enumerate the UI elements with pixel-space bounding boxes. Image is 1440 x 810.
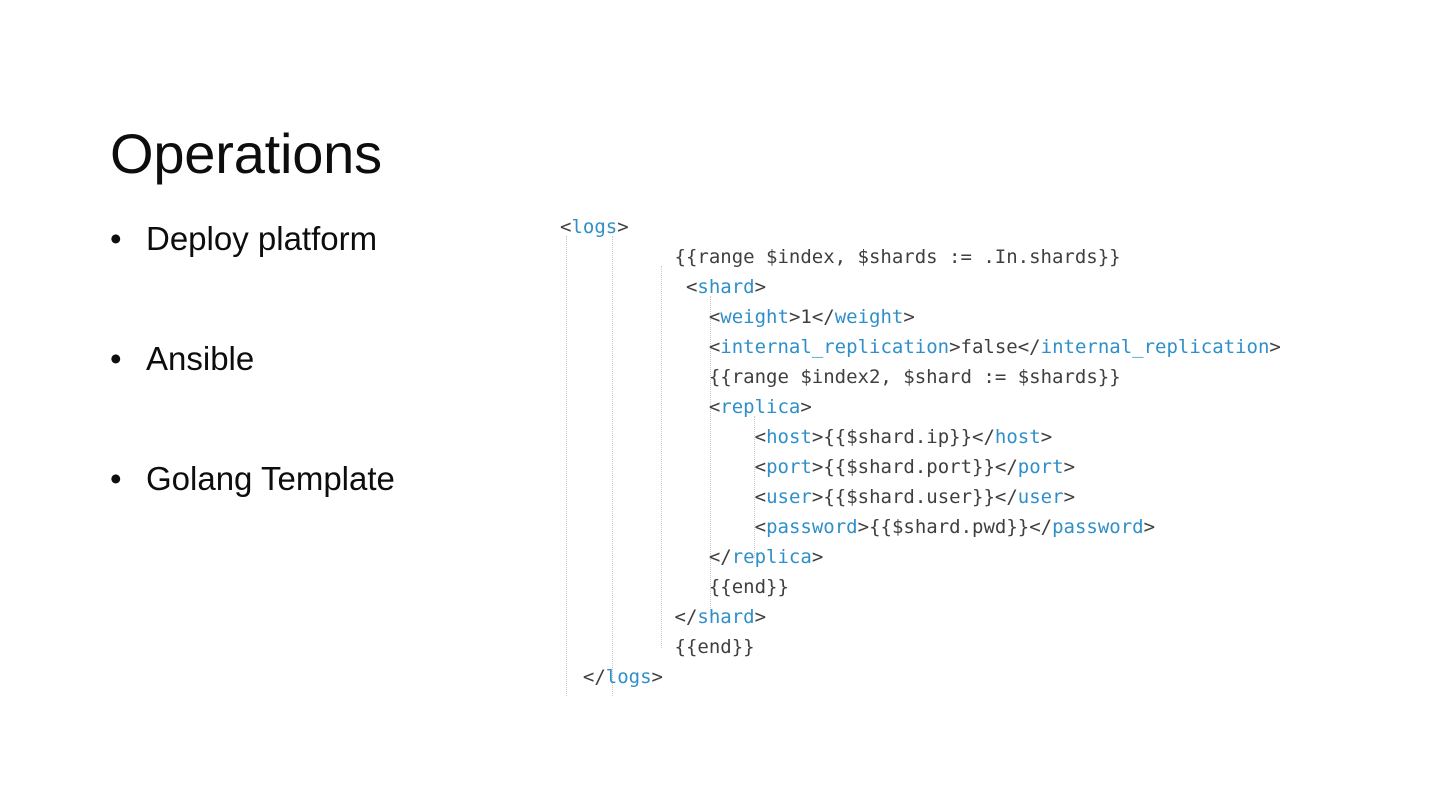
code-token-tag: replica bbox=[731, 546, 812, 568]
code-token-punct: > bbox=[811, 486, 824, 508]
bullet-list: • Deploy platform • Ansible • Golang Template bbox=[110, 216, 540, 502]
code-token-punct: > bbox=[949, 336, 961, 358]
code-token-tpl: {{range $index, $shards := .In.shards}} bbox=[674, 246, 1121, 268]
code-token-punct: > bbox=[754, 606, 767, 628]
code-line: </logs> bbox=[560, 662, 1390, 692]
code-token-tag: internal_replication bbox=[1040, 336, 1270, 358]
code-token-tag: port bbox=[766, 456, 812, 478]
code-token-punct: > bbox=[754, 276, 767, 298]
code-token-punct: > bbox=[651, 666, 663, 688]
bullet-marker-icon: • bbox=[110, 220, 122, 257]
code-token-tpl: {{$shard.user}} bbox=[823, 486, 995, 508]
code-line: {{range $index2, $shard := $shards}} bbox=[560, 362, 1390, 392]
code-token-tag: replica bbox=[720, 396, 801, 418]
code-token-punct: < bbox=[754, 456, 767, 478]
code-token-punct: > bbox=[617, 216, 629, 238]
code-token-punct: </ bbox=[708, 546, 732, 568]
code-line: <weight>1</weight> bbox=[560, 302, 1390, 332]
code-token-tag: weight bbox=[834, 306, 904, 328]
code-token-punct: </ bbox=[582, 666, 606, 688]
list-item: • Ansible bbox=[110, 336, 540, 382]
code-token-punct: < bbox=[685, 276, 698, 298]
code-token-text: 1 bbox=[800, 306, 812, 328]
code-token-punct: > bbox=[903, 306, 915, 328]
code-token-punct: < bbox=[708, 306, 721, 328]
code-line: <shard> bbox=[560, 272, 1390, 302]
code-token-tag: user bbox=[766, 486, 812, 508]
code-token-punct: </ bbox=[811, 306, 835, 328]
code-token-punct: > bbox=[1063, 456, 1076, 478]
code-token-punct: < bbox=[754, 426, 767, 448]
code-token-tag: port bbox=[1017, 456, 1064, 478]
code-token-tag: internal_replication bbox=[720, 336, 950, 358]
bullet-marker-icon: • bbox=[110, 460, 122, 497]
code-token-tag: host bbox=[994, 426, 1041, 448]
code-token-tag: password bbox=[1052, 516, 1144, 538]
code-token-punct: </ bbox=[674, 606, 698, 628]
code-token-tag: shard bbox=[697, 276, 755, 298]
code-token-punct: > bbox=[1269, 336, 1281, 358]
list-item-label: Ansible bbox=[146, 340, 255, 377]
code-snippet: <logs>{{range $index, $shards := .In.sha… bbox=[560, 212, 1390, 692]
code-token-punct: </ bbox=[972, 426, 995, 448]
code-token-punct: > bbox=[857, 516, 870, 538]
code-token-tpl: {{$shard.ip}} bbox=[823, 426, 973, 448]
code-token-punct: > bbox=[811, 456, 824, 478]
code-line: <internal_replication>false</internal_re… bbox=[560, 332, 1390, 362]
code-token-tag: logs bbox=[571, 216, 618, 238]
code-token-tag: host bbox=[766, 426, 812, 448]
code-token-punct: > bbox=[811, 546, 824, 568]
code-token-punct: </ bbox=[994, 486, 1018, 508]
code-token-punct: </ bbox=[994, 456, 1018, 478]
code-token-punct: < bbox=[708, 396, 721, 418]
code-token-tag: shard bbox=[697, 606, 755, 628]
code-token-punct: </ bbox=[1029, 516, 1053, 538]
code-line: <logs> bbox=[560, 212, 1390, 242]
code-token-tpl: {{$shard.pwd}} bbox=[869, 516, 1030, 538]
code-token-punct: > bbox=[788, 306, 801, 328]
code-line: {{end}} bbox=[560, 632, 1390, 662]
code-token-tpl: {{$shard.port}} bbox=[823, 456, 995, 478]
list-item: • Golang Template bbox=[110, 456, 540, 502]
code-line: <host>{{$shard.ip}}</host> bbox=[560, 422, 1390, 452]
code-line: <port>{{$shard.port}}</port> bbox=[560, 452, 1390, 482]
code-token-text: false bbox=[960, 336, 1018, 358]
code-token-punct: < bbox=[754, 486, 767, 508]
code-token-punct: </ bbox=[1017, 336, 1041, 358]
code-token-punct: > bbox=[1040, 426, 1053, 448]
code-token-punct: < bbox=[560, 216, 572, 238]
code-token-tag: logs bbox=[605, 666, 652, 688]
page-title: Operations bbox=[110, 121, 382, 185]
list-item-label: Golang Template bbox=[146, 460, 395, 497]
code-token-tpl: {{end}} bbox=[674, 636, 755, 658]
code-token-punct: > bbox=[1063, 486, 1076, 508]
code-token-tag: weight bbox=[720, 306, 789, 328]
code-token-tag: user bbox=[1017, 486, 1064, 508]
code-token-punct: < bbox=[708, 336, 721, 358]
code-line: <user>{{$shard.user}}</user> bbox=[560, 482, 1390, 512]
code-line: {{end}} bbox=[560, 572, 1390, 602]
code-line: </replica> bbox=[560, 542, 1390, 572]
code-line: <replica> bbox=[560, 392, 1390, 422]
code-token-tag: password bbox=[766, 516, 858, 538]
code-token-punct: > bbox=[1143, 516, 1156, 538]
code-line: <password>{{$shard.pwd}}</password> bbox=[560, 512, 1390, 542]
code-token-punct: > bbox=[811, 426, 824, 448]
code-token-tpl: {{range $index2, $shard := $shards}} bbox=[708, 366, 1121, 388]
code-line: {{range $index, $shards := .In.shards}} bbox=[560, 242, 1390, 272]
code-line: </shard> bbox=[560, 602, 1390, 632]
bullet-marker-icon: • bbox=[110, 340, 122, 377]
list-item: • Deploy platform bbox=[110, 216, 540, 262]
list-item-label: Deploy platform bbox=[146, 220, 378, 257]
code-token-tpl: {{end}} bbox=[708, 576, 789, 598]
code-token-punct: > bbox=[800, 396, 812, 418]
code-token-punct: < bbox=[754, 516, 767, 538]
